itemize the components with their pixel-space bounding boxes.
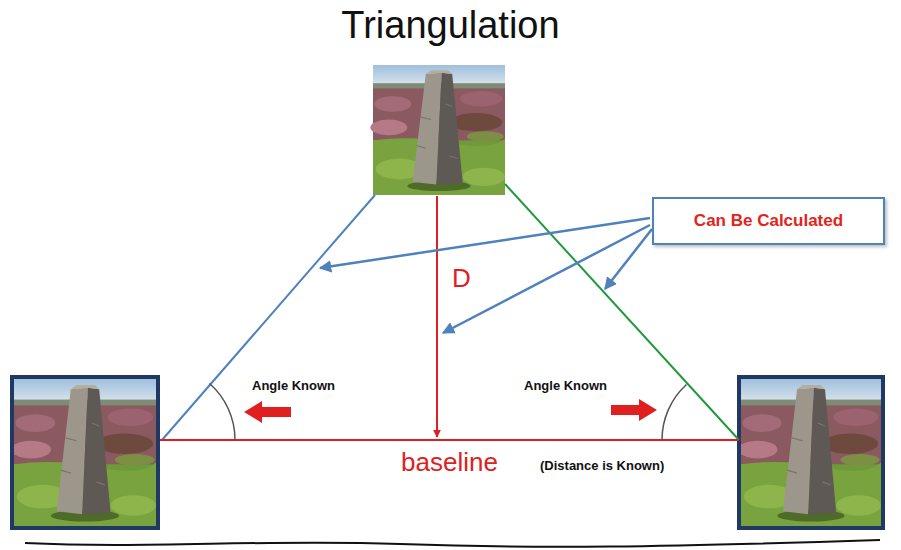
distance-arrow	[436, 196, 438, 437]
top-pillar-photo	[370, 65, 505, 195]
angle-label: Angle Known	[524, 379, 607, 394]
distance-note: (Distance is Known)	[540, 459, 664, 474]
distance-symbol: D	[452, 264, 471, 294]
callout-box: Can Be Calculated	[652, 197, 885, 245]
ground-line	[25, 540, 880, 547]
callout-arrow	[605, 229, 652, 289]
angle-arc	[210, 384, 236, 441]
callout-arrow	[443, 225, 650, 333]
angle-arc	[662, 385, 687, 441]
photo-frame	[12, 377, 158, 528]
pointer-arrow	[244, 401, 291, 423]
baseline-label: baseline	[401, 448, 498, 478]
baseline-line	[160, 439, 739, 441]
right-pillar-photo	[738, 379, 881, 526]
left-pillar-photo	[11, 379, 156, 526]
sight-line	[162, 195, 375, 440]
angle-label: Angle Known	[252, 379, 335, 394]
pointer-arrow	[611, 399, 657, 421]
photo-frame	[739, 377, 883, 528]
callout-text: Can Be Calculated	[694, 211, 843, 231]
callout-arrow	[320, 218, 650, 268]
diagram-title: Triangulation	[0, 4, 901, 47]
